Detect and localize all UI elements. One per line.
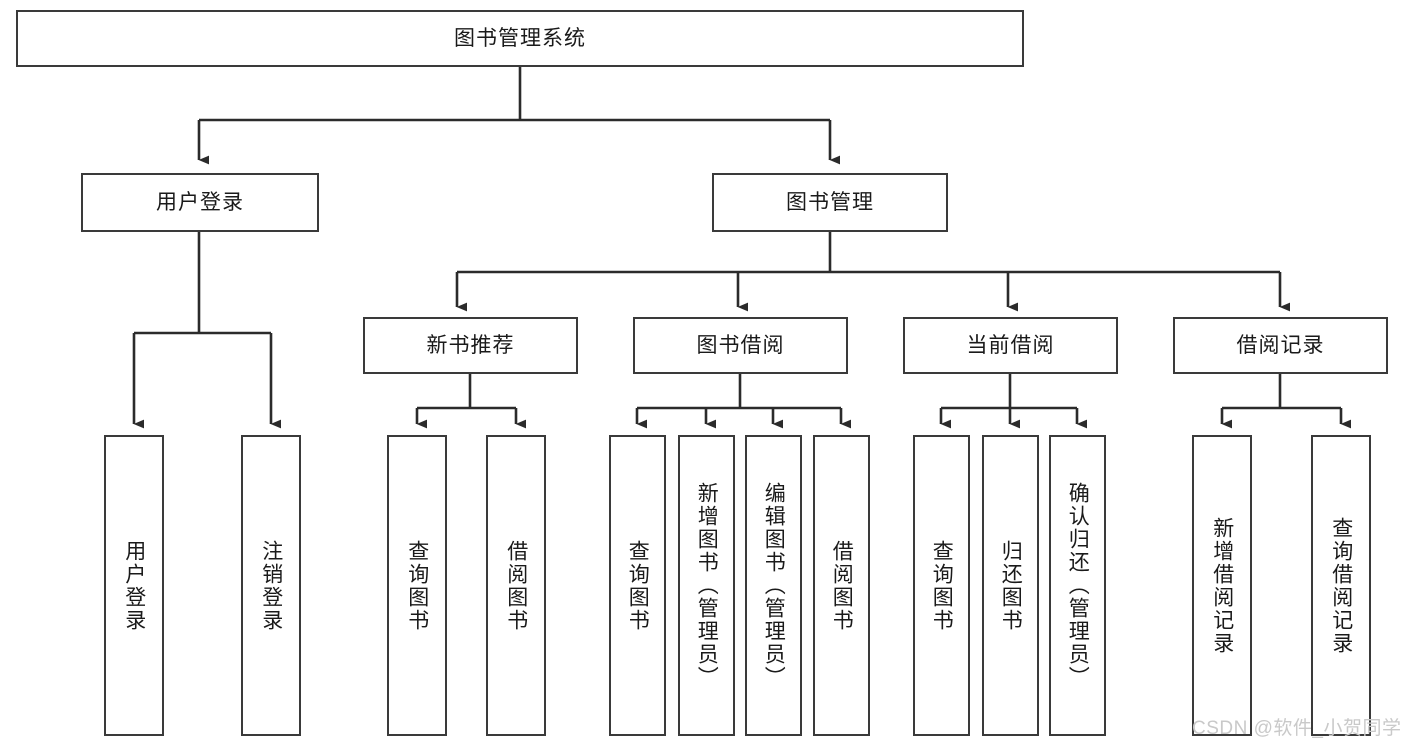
leaf-current-confirm-return-admin-label: 确认归还（管理员） bbox=[1066, 482, 1090, 689]
leaf-record-query[interactable]: 查询借阅记录 bbox=[1311, 435, 1371, 736]
node-borrow-record-label: 借阅记录 bbox=[1236, 333, 1325, 357]
leaf-new-book-query-label: 查询图书 bbox=[405, 539, 429, 632]
leaf-borrow-add-book-admin[interactable]: 新增图书（管理员） bbox=[678, 435, 735, 736]
node-root-label: 图书管理系统 bbox=[454, 26, 586, 50]
leaf-borrow-edit-book-admin-label: 编辑图书（管理员） bbox=[762, 482, 786, 689]
node-book-management[interactable]: 图书管理 bbox=[712, 173, 948, 232]
leaf-new-book-query[interactable]: 查询图书 bbox=[387, 435, 447, 736]
node-new-book-recommend-label: 新书推荐 bbox=[426, 333, 515, 357]
leaf-borrow-query-book[interactable]: 查询图书 bbox=[609, 435, 666, 736]
leaf-current-query-book-label: 查询图书 bbox=[930, 539, 954, 632]
leaf-borrow-query-book-label: 查询图书 bbox=[626, 539, 650, 632]
leaf-user-login-signout[interactable]: 注销登录 bbox=[241, 435, 301, 736]
leaf-new-book-borrow[interactable]: 借阅图书 bbox=[486, 435, 546, 736]
leaf-borrow-borrow-book[interactable]: 借阅图书 bbox=[813, 435, 870, 736]
node-book-borrow[interactable]: 图书借阅 bbox=[633, 317, 848, 374]
node-current-borrow-label: 当前借阅 bbox=[966, 333, 1055, 357]
leaf-borrow-edit-book-admin[interactable]: 编辑图书（管理员） bbox=[745, 435, 802, 736]
node-new-book-recommend[interactable]: 新书推荐 bbox=[363, 317, 578, 374]
leaf-user-login-signin-label: 用户登录 bbox=[122, 539, 146, 632]
node-current-borrow[interactable]: 当前借阅 bbox=[903, 317, 1118, 374]
leaf-borrow-borrow-book-label: 借阅图书 bbox=[830, 539, 854, 632]
leaf-current-return-book-label: 归还图书 bbox=[999, 539, 1023, 632]
leaf-record-add[interactable]: 新增借阅记录 bbox=[1192, 435, 1252, 736]
leaf-user-login-signin[interactable]: 用户登录 bbox=[104, 435, 164, 736]
node-user-login-label: 用户登录 bbox=[156, 190, 244, 214]
leaf-current-query-book[interactable]: 查询图书 bbox=[913, 435, 970, 736]
leaf-current-return-book[interactable]: 归还图书 bbox=[982, 435, 1039, 736]
leaf-record-query-label: 查询借阅记录 bbox=[1329, 516, 1353, 655]
leaf-current-confirm-return-admin[interactable]: 确认归还（管理员） bbox=[1049, 435, 1106, 736]
node-user-login[interactable]: 用户登录 bbox=[81, 173, 319, 232]
leaf-user-login-signout-label: 注销登录 bbox=[259, 539, 283, 632]
node-root[interactable]: 图书管理系统 bbox=[16, 10, 1024, 67]
leaf-new-book-borrow-label: 借阅图书 bbox=[504, 539, 528, 632]
node-borrow-record[interactable]: 借阅记录 bbox=[1173, 317, 1388, 374]
node-book-borrow-label: 图书借阅 bbox=[696, 333, 785, 357]
leaf-record-add-label: 新增借阅记录 bbox=[1210, 516, 1234, 655]
leaf-borrow-add-book-admin-label: 新增图书（管理员） bbox=[695, 482, 719, 689]
node-book-management-label: 图书管理 bbox=[786, 190, 874, 214]
